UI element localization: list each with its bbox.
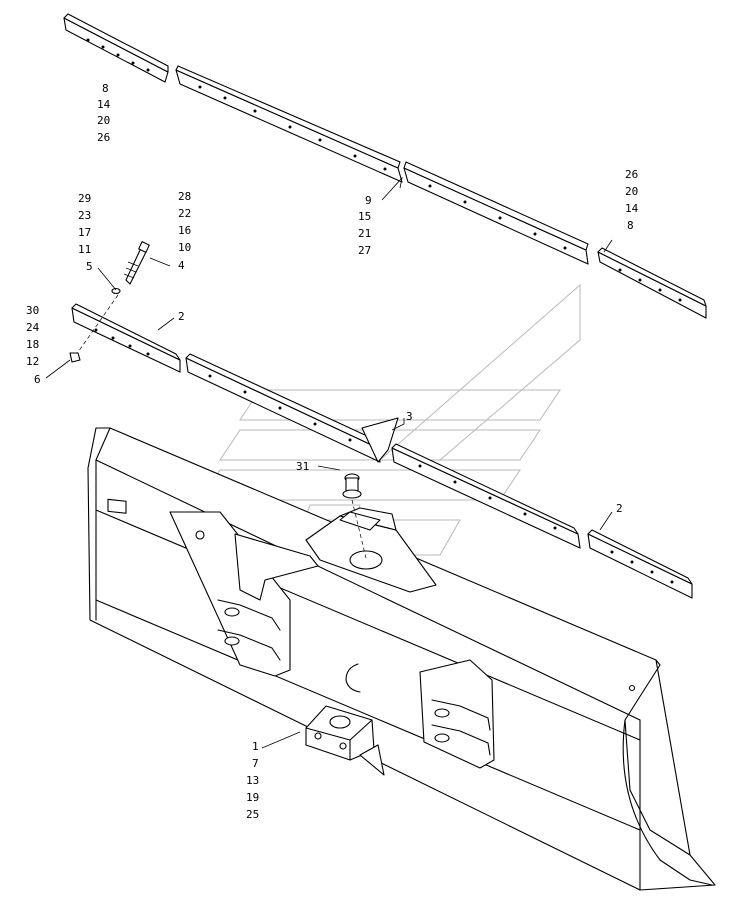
callout: 20: [625, 185, 638, 198]
callout: 8: [102, 82, 109, 95]
callout: 9: [365, 194, 372, 207]
callout: 2: [178, 310, 185, 323]
callouts: 8 14 20 26 9 15 21 27 26 20 14 8 29 23 1…: [26, 82, 639, 821]
callout: 29: [78, 192, 91, 205]
center-bracket: [305, 507, 437, 593]
callout: 11: [78, 243, 91, 256]
callout: 1: [252, 740, 259, 753]
callout: 24: [26, 321, 40, 334]
callout: 4: [178, 259, 185, 272]
end-bit-mid-left: [71, 303, 181, 373]
callout: 3: [406, 410, 413, 423]
push-arm-mount-left: [169, 511, 319, 677]
callout: 22: [178, 207, 191, 220]
callout: 14: [97, 98, 111, 111]
lift-hook: [345, 663, 361, 693]
callout: 6: [34, 373, 41, 386]
callout: 30: [26, 304, 39, 317]
callout: 5: [86, 260, 93, 273]
callout: 27: [358, 244, 371, 257]
bracket-plate: [361, 417, 399, 463]
callout: 19: [246, 791, 259, 804]
callout: 26: [97, 131, 110, 144]
callout: 7: [252, 757, 259, 770]
callout: 16: [178, 224, 191, 237]
callout: 23: [78, 209, 91, 222]
cutting-edge-upper: [175, 65, 589, 265]
callout: 12: [26, 355, 39, 368]
callout: 14: [625, 202, 639, 215]
callout: 18: [26, 338, 39, 351]
callout: 17: [78, 226, 91, 239]
push-arm-mount-right: [419, 659, 495, 769]
bolt-assembly: [69, 241, 150, 363]
leader-lines: [45, 176, 613, 749]
callout: 8: [627, 219, 634, 232]
end-bit-upper-left: [63, 13, 169, 83]
callout: 26: [625, 168, 638, 181]
callout: 21: [358, 227, 371, 240]
blade-body: [87, 427, 716, 891]
callout: 25: [246, 808, 259, 821]
callout: 28: [178, 190, 191, 203]
pin: [342, 473, 367, 559]
end-bit-lower-right: [587, 529, 693, 599]
callout: 10: [178, 241, 191, 254]
callout: 15: [358, 210, 371, 223]
cutting-edge-lower: [185, 353, 581, 549]
end-bit-upper-right: [597, 247, 707, 319]
mount-block: [305, 705, 385, 776]
callout: 20: [97, 114, 110, 127]
callout: 2: [616, 502, 623, 515]
callout: 13: [246, 774, 259, 787]
callout: 31: [296, 460, 309, 473]
